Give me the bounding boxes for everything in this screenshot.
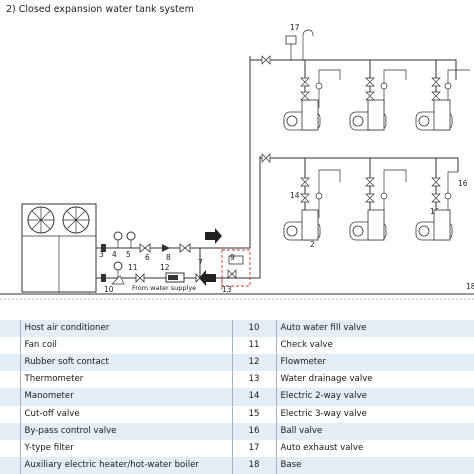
legend-left-text: Host air conditioner [20, 320, 232, 338]
legend-left-text: Rubber soft contact [20, 354, 232, 372]
upper-fan-coil-row [283, 60, 470, 131]
legend-right-text: Electric 2-way valve [276, 388, 474, 406]
supply-line-components [101, 228, 222, 253]
legend-right-number: 17 [231, 439, 277, 457]
legend-right-text: Auto exhaust valve [276, 439, 474, 457]
legend-right-number: 11 [231, 337, 277, 355]
legend-right-number: 18 [231, 456, 277, 474]
label-7: 7 [198, 258, 203, 267]
branch-valves [261, 55, 452, 203]
legend-left-text: Thermometer [20, 371, 232, 389]
legend-right-text: Ball valve [276, 422, 474, 440]
expansion-tank [228, 255, 244, 265]
supply-pipe [96, 59, 457, 249]
legend-left-number [0, 354, 21, 372]
label-16: 16 [458, 179, 468, 188]
legend-right-number: 13 [231, 371, 277, 389]
legend-left-number [0, 320, 21, 338]
label-5: 5 [126, 250, 131, 259]
legend-right-text: Check valve [276, 337, 474, 355]
legend-right-text: Electric 3-way valve [276, 405, 474, 423]
label-6: 6 [145, 253, 150, 262]
label-12: 12 [160, 263, 170, 272]
label-10: 10 [104, 285, 114, 294]
legend-right-number: 16 [231, 422, 277, 440]
legend-right-text: Base [276, 456, 474, 474]
label-4: 4 [112, 250, 117, 259]
legend-left-text: Y-type filter [20, 439, 232, 457]
legend-left-text: By-pass control valve [20, 422, 232, 440]
legend-row: Auxiliary electric heater/hot-water boil… [0, 456, 474, 474]
host-air-conditioner [21, 203, 97, 293]
supply-label: From water supplye [132, 284, 196, 292]
label-9: 9 [230, 253, 235, 262]
legend-right-text: Water drainage valve [276, 371, 474, 389]
return-line-components [101, 261, 223, 290]
legend-left-text: Manometer [20, 388, 232, 406]
diagram-title: 2) Closed expansion water tank system [6, 4, 194, 15]
legend-right-text: Auto water fill valve [276, 320, 474, 338]
label-8: 8 [166, 253, 171, 262]
label-13: 13 [222, 285, 232, 294]
label-17: 17 [290, 23, 300, 32]
legend-right-text: Flowmeter [276, 354, 474, 372]
label-18: 18 [466, 282, 474, 291]
label-2: 2 [310, 240, 315, 249]
legend-left-number [0, 456, 21, 474]
legend-left-number [0, 405, 21, 423]
legend-left-number [0, 388, 21, 406]
label-14: 14 [290, 191, 300, 200]
legend-left-number [0, 439, 21, 457]
legend-left-number [0, 337, 21, 355]
legend-right-number: 12 [231, 354, 277, 372]
label-3: 3 [99, 250, 104, 259]
system-diagram: 2) Closed expansion water tank system 18 [0, 4, 474, 300]
label-11: 11 [128, 263, 138, 272]
return-pipe [96, 157, 459, 279]
auto-exhaust-valve [285, 29, 314, 60]
legend-left-text: Auxiliary electric heater/hot-water boil… [20, 456, 232, 474]
legend-right-number: 15 [231, 405, 277, 423]
legend-right-number: 10 [231, 320, 277, 338]
legend-left-text: Cut-off valve [20, 405, 232, 423]
legend-left-number [0, 422, 21, 440]
expansion-tank-outline [221, 249, 251, 287]
lower-fan-coil-row [283, 158, 458, 241]
legend-left-number [0, 371, 21, 389]
legend-right-number: 14 [231, 388, 277, 406]
legend-left-text: Fan coil [20, 337, 232, 355]
